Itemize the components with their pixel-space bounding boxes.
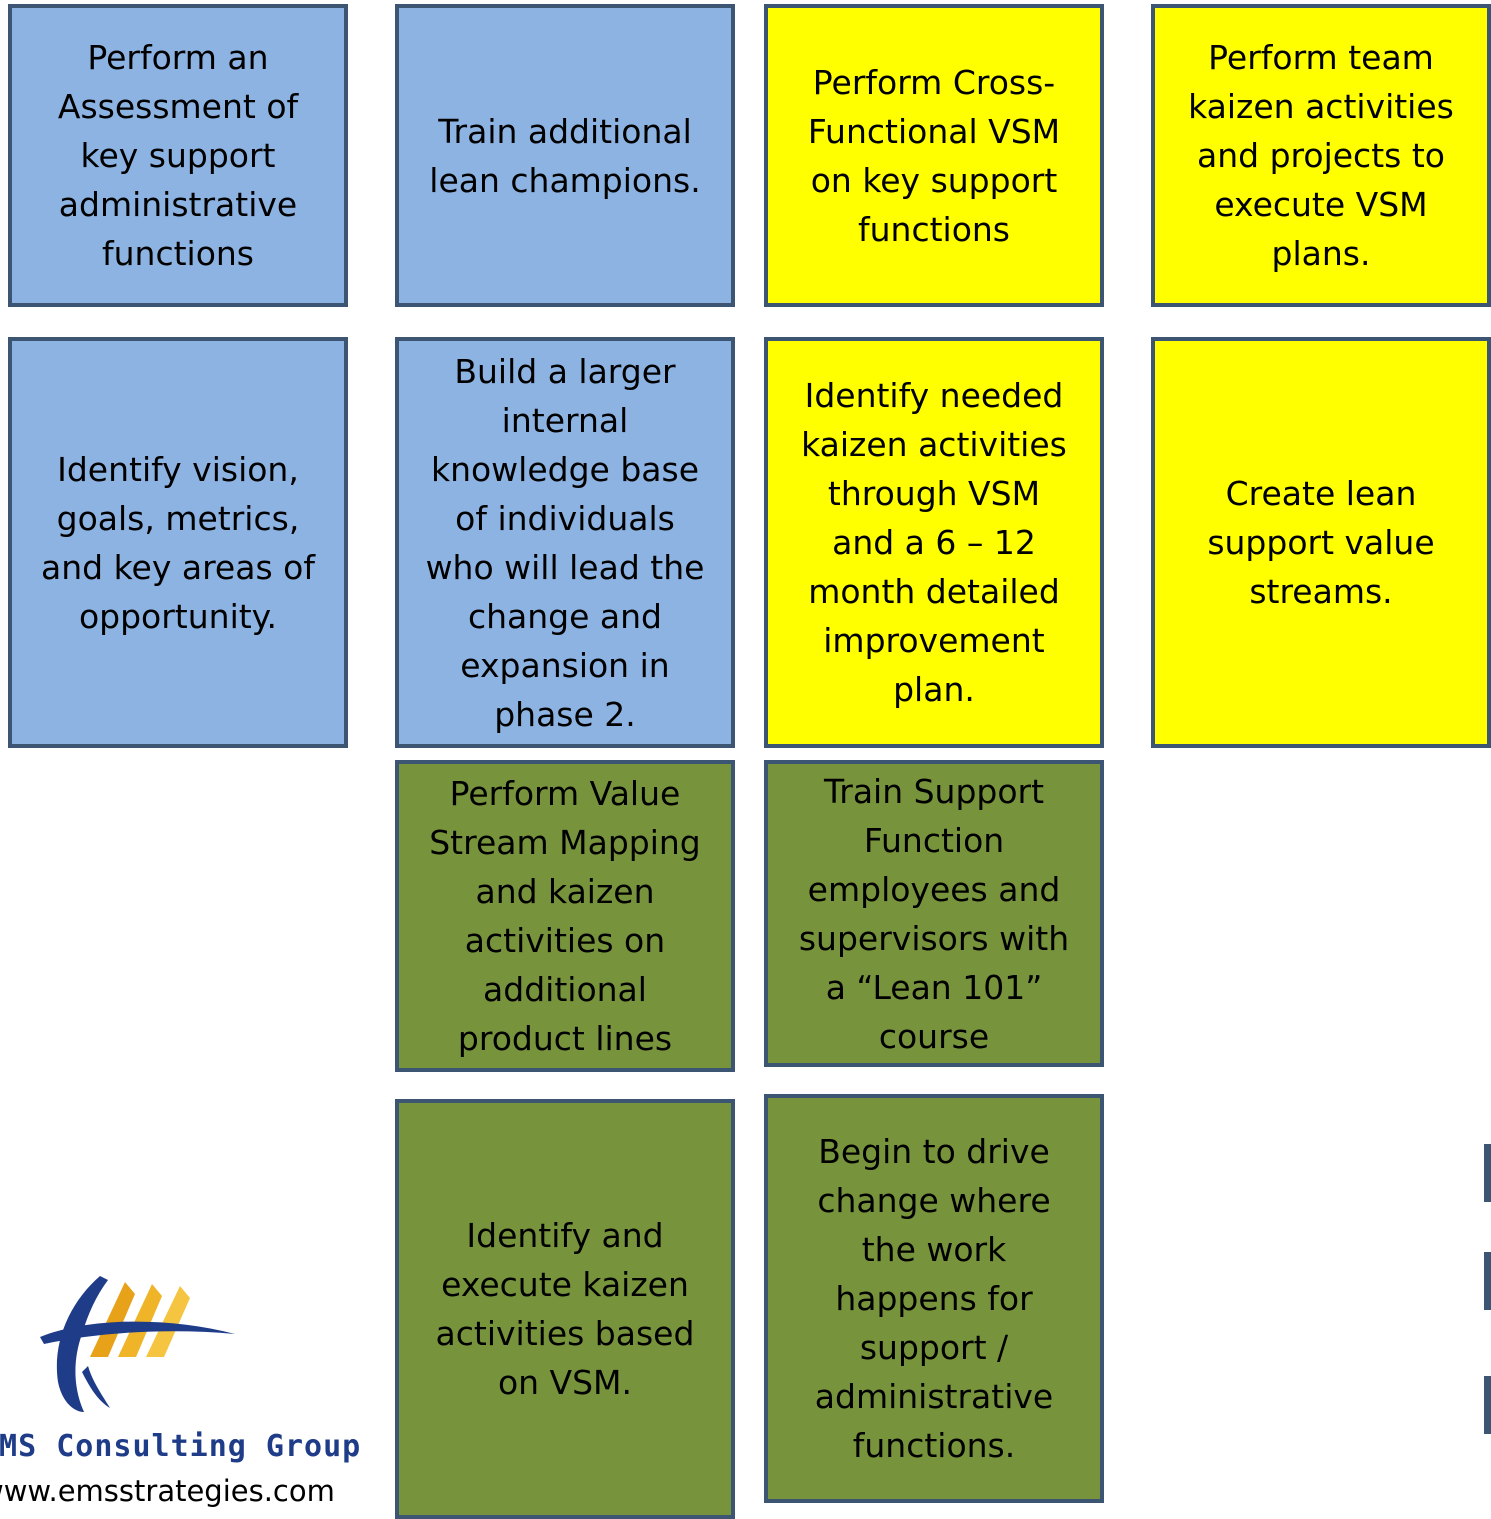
- box-assessment-text: Perform an Assessment of key support adm…: [57, 38, 299, 273]
- edge-tab-2: [1484, 1252, 1491, 1310]
- logo-url: www.emsstrategies.com: [0, 1474, 335, 1508]
- box-lean-value-streams-text: Create lean support value streams.: [1207, 474, 1435, 611]
- box-identify-vision: Identify vision, goals, metrics, and key…: [8, 337, 348, 748]
- box-team-kaizen: Perform team kaizen activities and proje…: [1151, 4, 1491, 307]
- edge-tab-1: [1484, 1144, 1491, 1202]
- box-knowledge-base: Build a larger internal knowledge base o…: [395, 337, 735, 748]
- box-team-kaizen-text: Perform team kaizen activities and proje…: [1188, 38, 1454, 273]
- box-lean-101-text: Train Support Function employees and sup…: [798, 771, 1070, 1056]
- box-lean-101: Train Support Function employees and sup…: [764, 760, 1104, 1067]
- box-identify-vision-text: Identify vision, goals, metrics, and key…: [41, 449, 315, 636]
- box-identify-kaizen-plan: Identify needed kaizen activities throug…: [764, 337, 1104, 748]
- box-train-champions-text: Train additional lean champions.: [429, 111, 701, 200]
- box-drive-change-text: Begin to drive change where the work hap…: [814, 1132, 1054, 1465]
- ems-logo-mark: [40, 1276, 235, 1412]
- company-logo: EMS Consulting Group www.emsstrategies.c…: [0, 1262, 360, 1508]
- box-identify-kaizen-plan-text: Identify needed kaizen activities throug…: [801, 376, 1067, 709]
- edge-tab-3: [1484, 1376, 1491, 1434]
- box-execute-kaizen: Identify and execute kaizen activities b…: [395, 1099, 735, 1519]
- box-cross-functional-vsm: Perform Cross- Functional VSM on key sup…: [764, 4, 1104, 307]
- box-cross-functional-vsm-text: Perform Cross- Functional VSM on key sup…: [807, 62, 1061, 249]
- logo-company-name: EMS Consulting Group: [0, 1429, 362, 1464]
- box-execute-kaizen-text: Identify and execute kaizen activities b…: [435, 1216, 695, 1402]
- box-vsm-product-lines: Perform Value Stream Mapping and kaizen …: [395, 760, 735, 1072]
- box-assessment: Perform an Assessment of key support adm…: [8, 4, 348, 307]
- box-knowledge-base-text: Build a larger internal knowledge base o…: [425, 351, 705, 734]
- box-train-champions: Train additional lean champions.: [395, 4, 735, 307]
- box-vsm-product-lines-text: Perform Value Stream Mapping and kaizen …: [429, 774, 701, 1058]
- box-drive-change: Begin to drive change where the work hap…: [764, 1094, 1104, 1503]
- box-lean-value-streams: Create lean support value streams.: [1151, 337, 1491, 748]
